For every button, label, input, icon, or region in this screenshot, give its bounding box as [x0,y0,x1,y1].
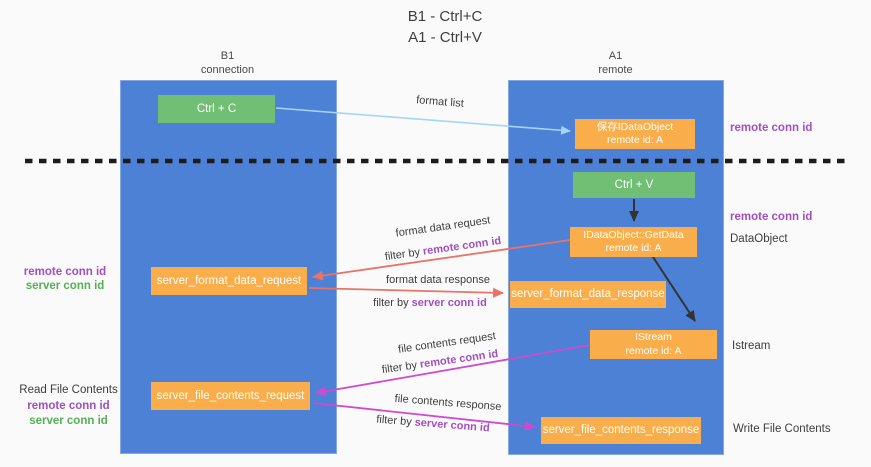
file-response-label: server_file_contents_response [542,424,700,437]
istream-annotation: Istream [732,340,771,352]
format-response-label: server_format_data_response [511,288,665,301]
server-conn-id-text: server conn id [411,297,487,309]
file-request-label: server_file_contents_request [156,389,305,402]
ctrl-c-node: Ctrl + C [158,95,275,123]
title-line-2: A1 - Ctrl+V [408,29,482,46]
format-data-response-arrow [308,287,504,298]
save-dataobject-line1: 保存IDataObject [596,120,674,133]
lifeline-header-a1: A1 remote [508,50,723,78]
format-request-label: server_format_data_request [156,274,302,287]
ctrl-c-label: Ctrl + C [196,102,237,115]
lifeline-header-b1: B1 connection [120,50,335,78]
save-dataobject-node: 保存IDataObject remote id: A [575,119,695,149]
diagram-title: B1 - Ctrl+C A1 - Ctrl+V [335,6,555,48]
server-file-contents-response-node: server_file_contents_response [541,417,701,444]
left-server-conn-id-2: server conn id [29,414,108,427]
remote-conn-id-annotation-mid: remote conn id [730,211,813,223]
istream-node: IStream remote id: A [590,330,717,359]
getdata-line1: IDataObject::GetData [583,228,684,241]
left-remote-conn-id-1: remote conn id [23,266,107,278]
left-server-conn-id-1: server conn id [25,280,105,293]
server-format-data-request-node: server_format_data_request [151,267,307,295]
left-remote-conn-id-2: remote conn id [27,400,110,413]
read-file-contents-annotation: Read File Contents [19,384,118,396]
remote-conn-id-text: remote conn id [422,234,502,258]
write-file-contents-annotation: Write File Contents [733,423,831,435]
filter-by-text: filter by [373,297,409,309]
lifeline-role-a1: remote [598,63,633,76]
left-conn-id-annotation-group-1: remote conn id server conn id [15,265,115,294]
lifeline-role-b1: connection [200,63,255,76]
remote-conn-id-annotation-top: remote conn id [730,122,813,134]
server-file-contents-request-node: server_file_contents_request [151,382,310,410]
istream-line1: IStream [635,331,672,344]
ctrl-v-node: Ctrl + V [573,172,695,198]
server-format-data-response-node: server_format_data_response [510,281,666,308]
dataobject-annotation: DataObject [730,233,788,245]
filter-by-text: filter by [381,359,418,377]
server-conn-id-text: server conn id [414,416,491,435]
format-list-label: format list [415,94,465,110]
format-data-response-label: format data response [386,274,490,286]
idataobject-getdata-node: IDataObject::GetData remote id: A [570,227,697,257]
ctrl-v-label: Ctrl + V [614,178,654,191]
getdata-line2: remote id: A [605,242,662,254]
filter-by-text: filter by [375,413,413,429]
remote-conn-id-text: remote conn id [419,347,499,371]
istream-line2: remote id: A [625,344,682,357]
lifeline-name-a1: A1 [608,50,623,62]
filter-by-text: filter by [384,246,421,264]
lifeline-name-b1: B1 [220,50,235,62]
left-conn-id-annotation-group-2: Read File Contents remote conn id server… [17,383,120,428]
title-line-1: B1 - Ctrl+C [407,8,483,25]
file-contents-response-label: file contents response [394,392,502,414]
save-dataobject-line2: remote id: A [606,134,664,146]
